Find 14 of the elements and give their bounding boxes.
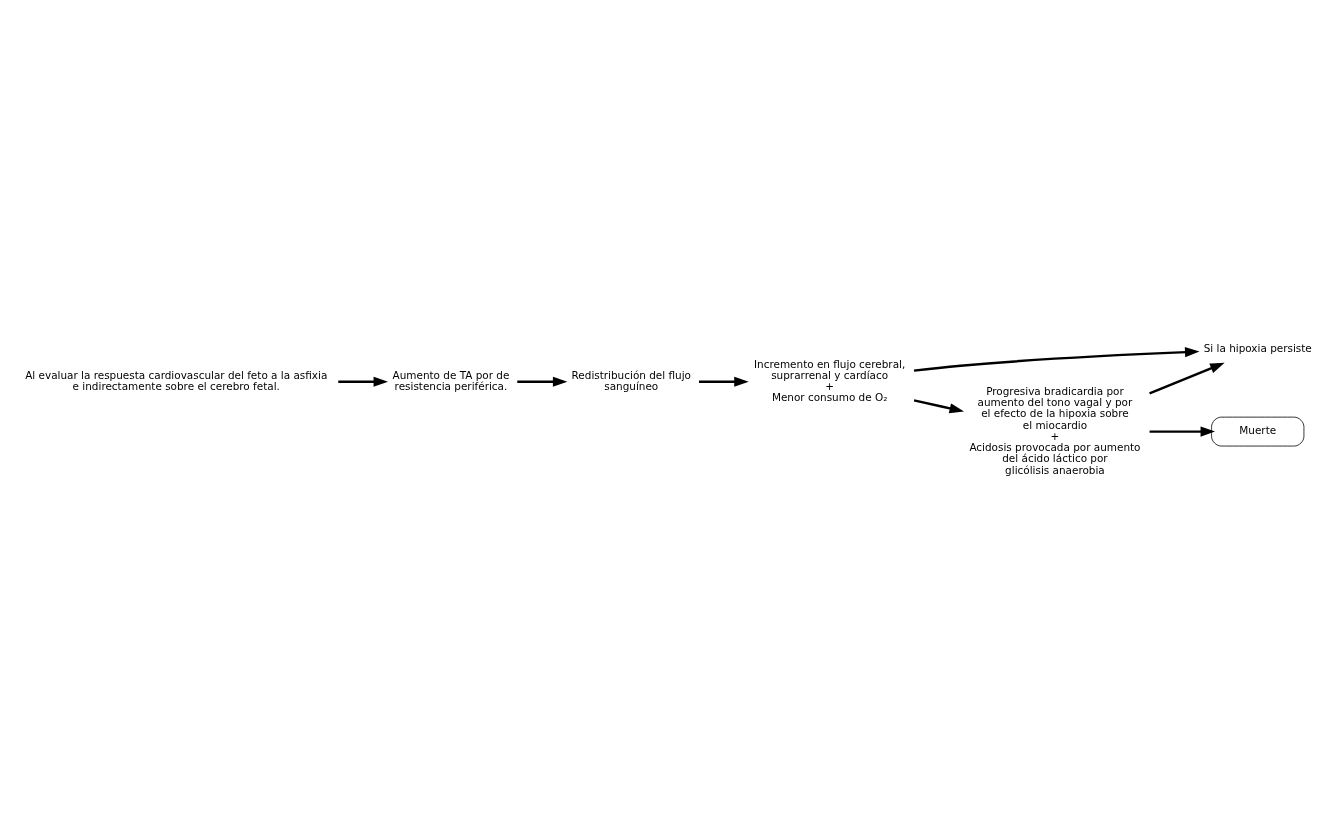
arrow (1149, 426, 1216, 437)
arrow (913, 346, 1200, 372)
arrow (517, 376, 568, 387)
node-text: Progresiva bradicardia por aumento del tono vagal y por el efecto de la hipoxia sobre el miocardio + Acidosis provocada por aumento del ácido láctico por glicólisis anaerobia (969, 384, 1141, 476)
node-text: Aumento de TA por de resistencia periférica. (392, 368, 510, 392)
node-text: Redistribución del flujo sanguíneo (571, 368, 691, 392)
node-box: Muerte (1211, 416, 1305, 446)
node-text: Incremento en flujo cerebral, suprarrenal y cardíaco + Menor consumo de O₂ (754, 357, 906, 403)
arrow (1149, 362, 1225, 394)
arrow (913, 398, 965, 413)
node-text: Al evaluar la respuesta cardiovascular del feto a la asfixia e indirectamente sobre el cerebro fetal. (25, 368, 328, 392)
arrow (698, 376, 749, 387)
arrow (338, 376, 389, 387)
node-text: Si la hipoxia persiste (1203, 341, 1312, 354)
